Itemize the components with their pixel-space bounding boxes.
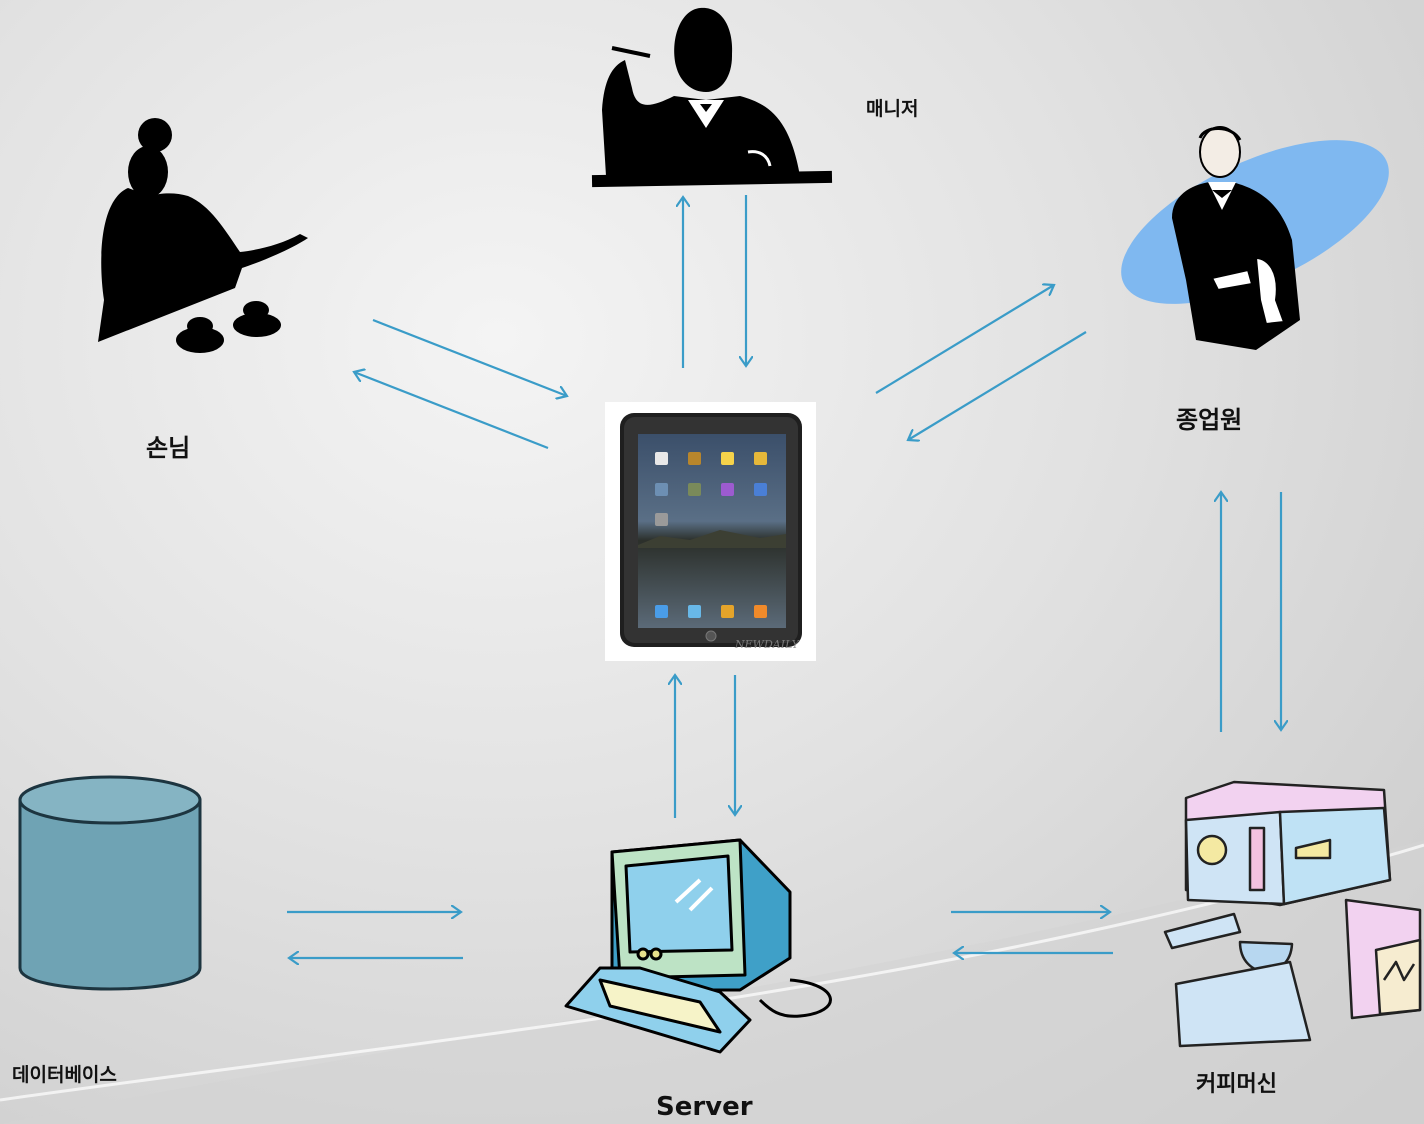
coffee-machine-label: 커피머신 <box>1196 1072 1277 1097</box>
tablet-watermark: NEWDAILY <box>734 638 801 651</box>
database-cylinder-icon <box>18 775 202 991</box>
app-icons <box>655 452 767 618</box>
arrow-employee-to-tablet <box>908 331 1087 440</box>
coffee-machine-icon <box>1163 780 1422 1048</box>
manager-label: 매니저 <box>866 98 919 120</box>
arrow-tablet-to-employee <box>875 285 1054 394</box>
waiter-icon <box>1121 126 1389 350</box>
background-swoosh <box>0 840 1424 1124</box>
tablet-icon: NEWDAILY <box>605 402 816 661</box>
arrows <box>287 195 1281 958</box>
database-label: 데이터베이스 <box>12 1064 117 1086</box>
employee-label: 종업원 <box>1176 406 1243 434</box>
server-label: Server <box>656 1092 753 1122</box>
computer-server-icon <box>564 838 832 1054</box>
customer-silhouette-icon <box>98 118 308 353</box>
customer-label: 손님 <box>146 434 191 462</box>
arrow-customer-to-tablet <box>372 318 567 396</box>
arrow-tablet-to-customer <box>354 372 549 450</box>
manager-silhouette-icon <box>591 7 833 188</box>
